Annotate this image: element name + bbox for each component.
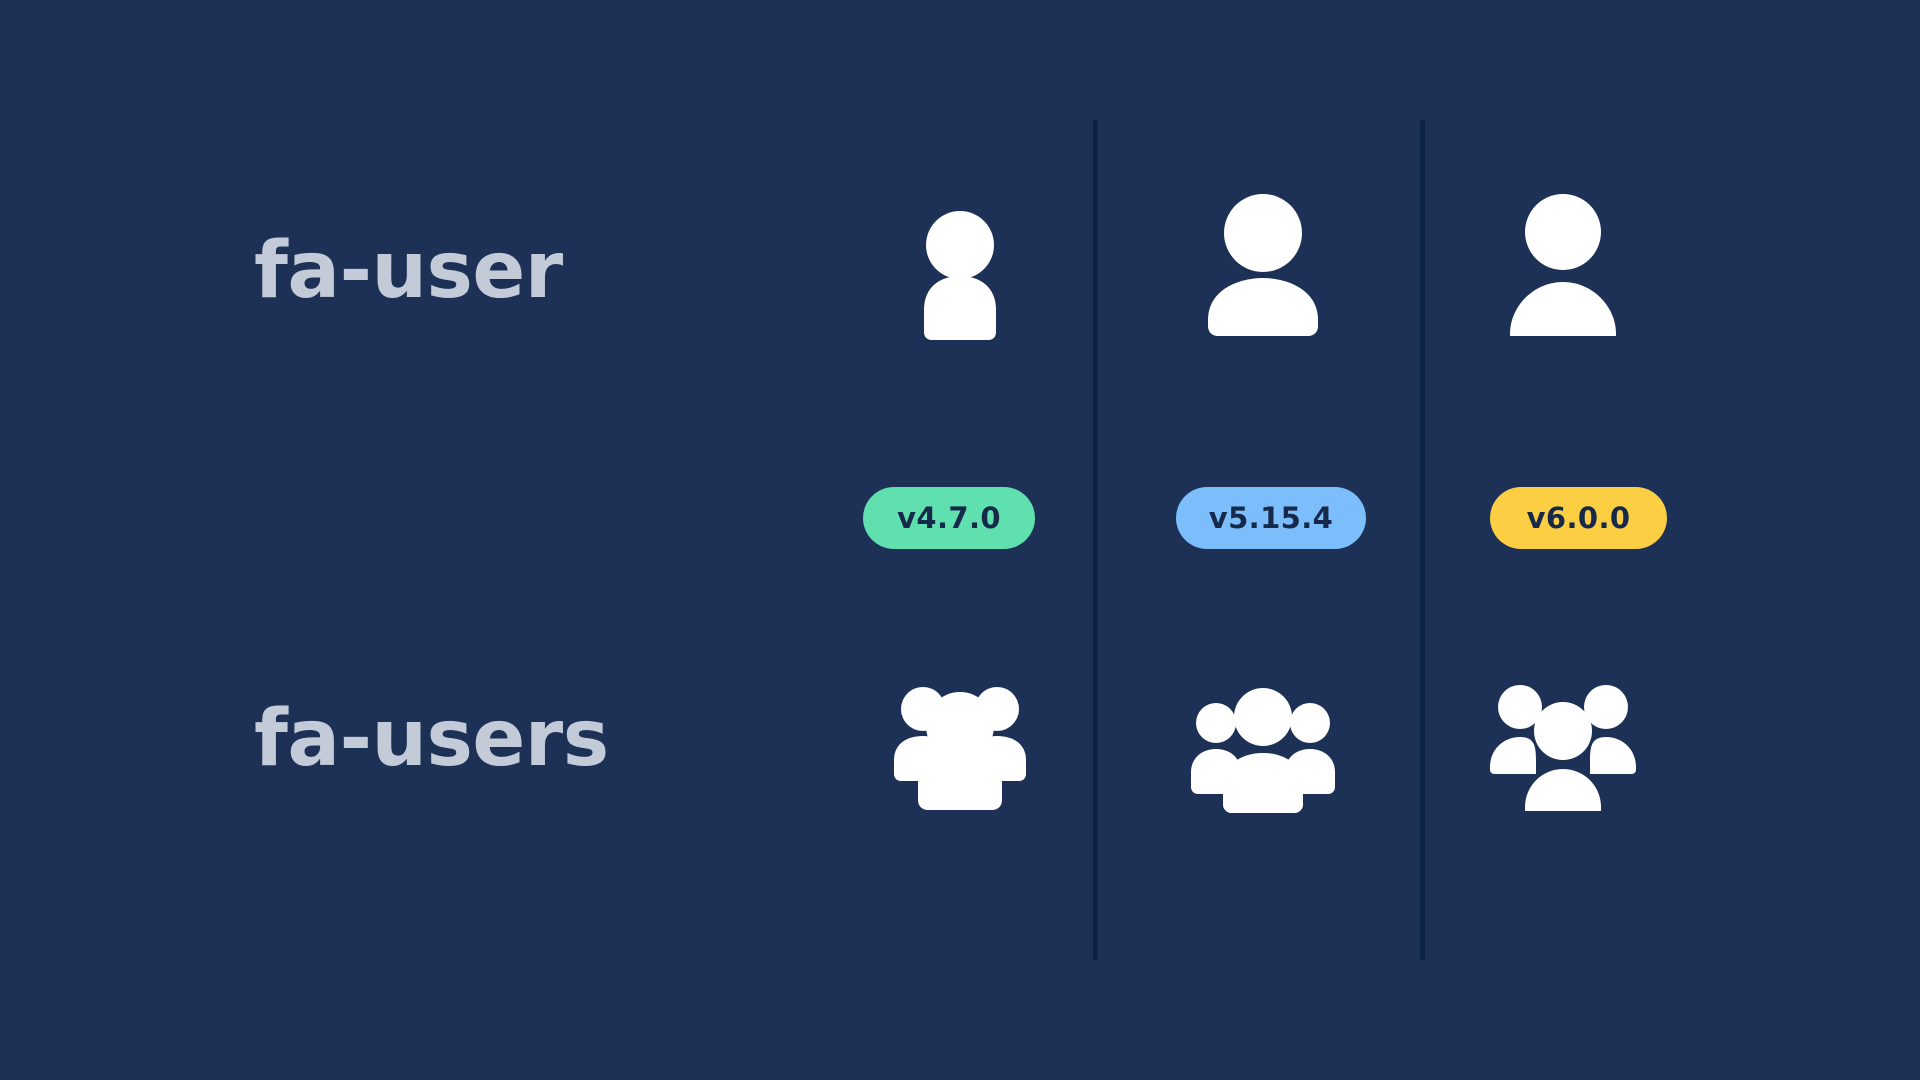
icon-name-label-fa-user: fa-user — [254, 226, 563, 316]
user-icon — [1208, 194, 1318, 336]
icon-name-label-fa-users: fa-users — [254, 694, 609, 784]
users-icon — [894, 687, 1026, 810]
user-icon — [1510, 194, 1616, 336]
users-icon — [1490, 685, 1636, 811]
version-badge-v5: v5.15.4 — [1176, 487, 1366, 549]
user-icon-v6-cell — [1448, 170, 1678, 360]
users-icon-v4-cell — [845, 650, 1075, 840]
version-badge-v6: v6.0.0 — [1490, 487, 1667, 549]
column-divider — [1420, 120, 1425, 960]
users-icon-v5-cell — [1148, 655, 1378, 845]
user-icon — [924, 211, 996, 340]
users-icon-v6-cell — [1448, 650, 1678, 840]
user-icon-v5-cell — [1148, 170, 1378, 360]
version-badge-v4: v4.7.0 — [863, 487, 1035, 549]
column-divider — [1093, 120, 1098, 960]
user-icon-v4-cell — [845, 180, 1075, 370]
users-icon — [1191, 688, 1335, 813]
